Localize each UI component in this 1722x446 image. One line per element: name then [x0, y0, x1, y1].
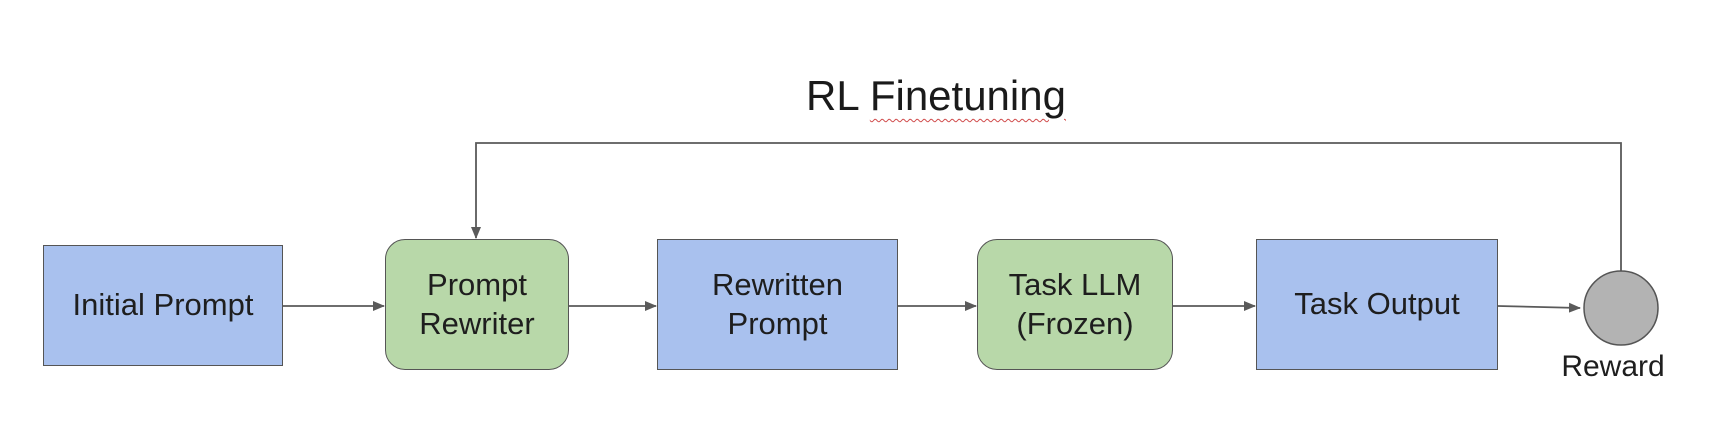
feedback-loop-arrow: [471, 142, 1622, 272]
initial-prompt-box: Initial Prompt: [43, 245, 283, 366]
title-prefix: RL: [806, 72, 859, 119]
task-llm-box: Task LLM (Frozen): [977, 239, 1173, 370]
task-output-box: Task Output: [1256, 239, 1498, 370]
reward-label: Reward: [1561, 350, 1665, 383]
rewritten-prompt-box: Rewritten Prompt: [657, 239, 898, 370]
diagram-title: RL Finetuning: [0, 72, 1722, 120]
prompt-rewriter-box: Prompt Rewriter: [385, 239, 569, 370]
reward-node: [1583, 270, 1659, 346]
arrow-output-to-reward: [1497, 302, 1581, 313]
title-main: Finetuning: [869, 72, 1066, 119]
